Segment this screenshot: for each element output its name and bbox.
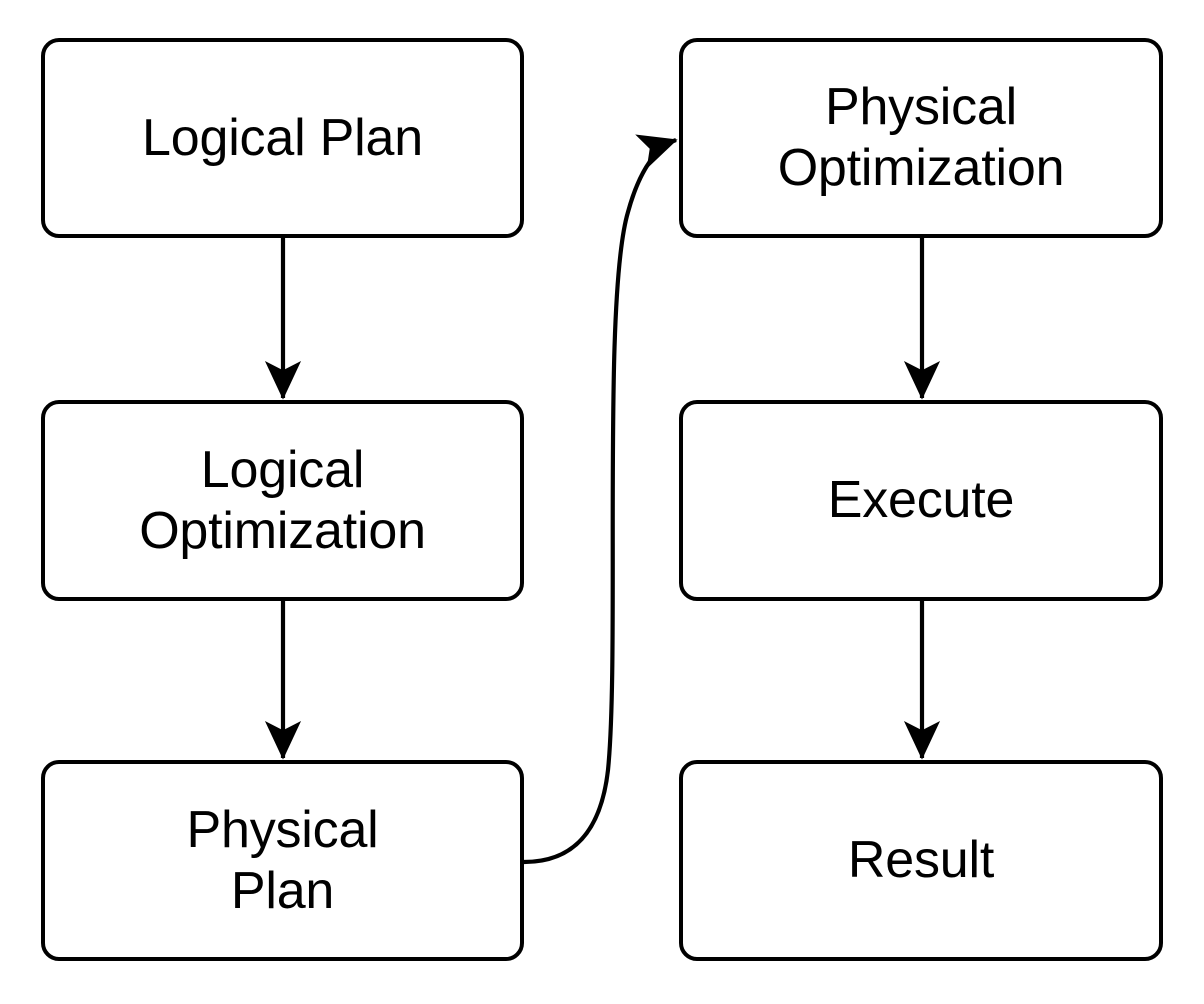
node-logical-optimization[interactable]: Logical Optimization xyxy=(41,400,524,601)
node-physical-plan[interactable]: Physical Plan xyxy=(41,760,524,961)
node-result[interactable]: Result xyxy=(679,760,1163,961)
node-execute-label: Execute xyxy=(827,471,1015,530)
node-result-label: Result xyxy=(847,831,995,890)
node-physical-plan-label: Physical Plan xyxy=(186,800,379,920)
node-logical-plan-label: Logical Plan xyxy=(142,108,423,167)
node-physical-optimization[interactable]: Physical Optimization xyxy=(679,38,1163,238)
node-physical-optimization-label: Physical Optimization xyxy=(777,78,1065,197)
node-logical-plan[interactable]: Logical Plan xyxy=(41,38,524,238)
node-execute[interactable]: Execute xyxy=(679,400,1163,601)
node-logical-optimization-label: Logical Optimization xyxy=(139,440,426,560)
edge-physical-plan-to-physical-optimization xyxy=(523,134,678,865)
